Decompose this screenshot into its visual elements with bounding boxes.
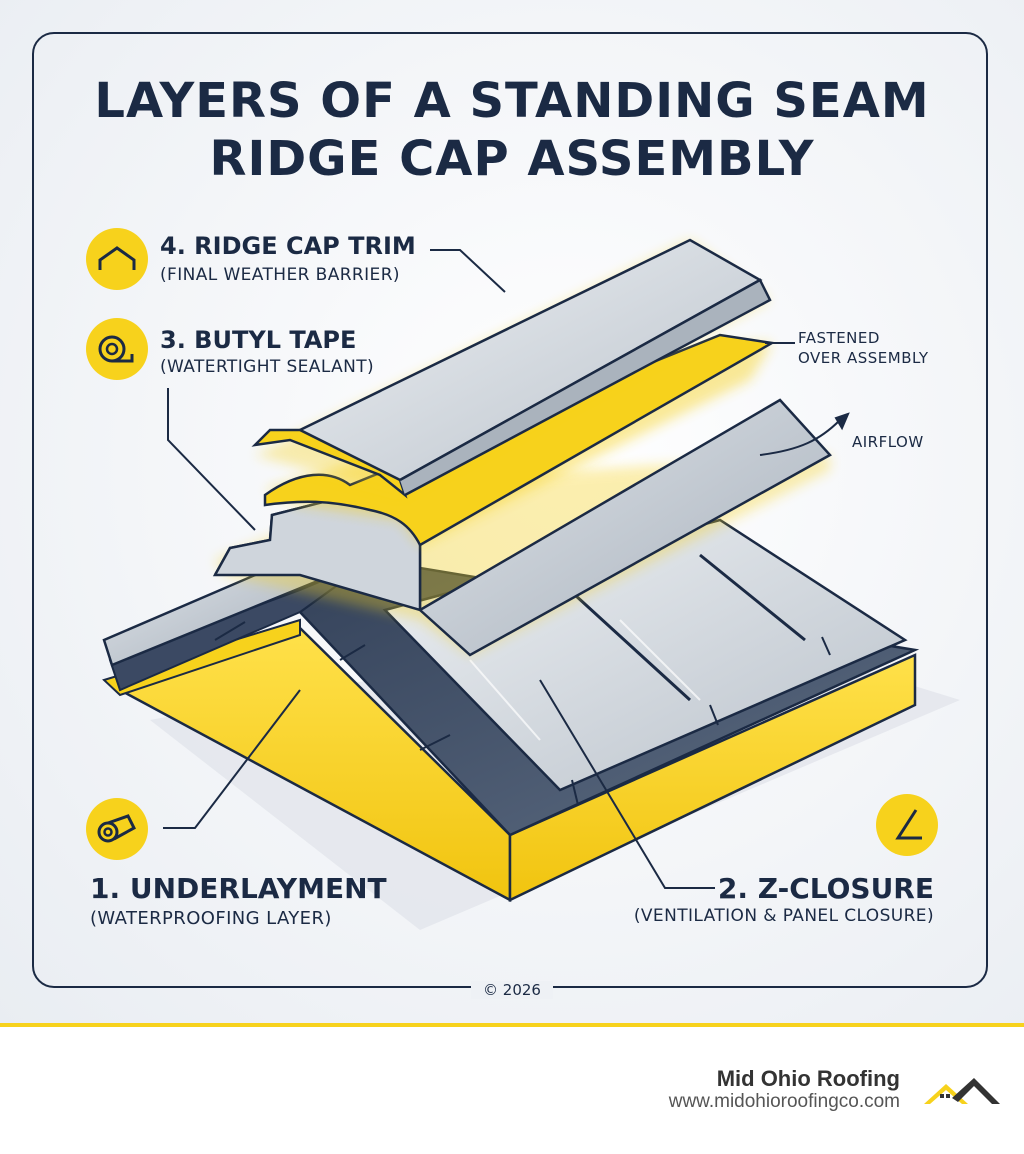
ridge-cap-trim-part: [251, 238, 772, 499]
copyright-text: © 2026: [471, 981, 553, 999]
roof-deck-right-fascia: [508, 653, 917, 902]
title-line-1: LAYERS OF A STANDING SEAM: [94, 73, 930, 129]
airflow-arrows: [214, 412, 850, 806]
airflow-callout: AIRFLOW: [852, 433, 924, 451]
footer: [0, 1027, 1024, 1154]
layer-2-note: (VENTILATION & PANEL CLOSURE): [633, 906, 934, 926]
z-closure-icon: [876, 794, 938, 856]
standing-seam-2: [699, 553, 806, 642]
footer-divider: [0, 1023, 1024, 1027]
standing-seam-1: [573, 593, 692, 702]
layer-4-name: 4. RIDGE CAP TRIM: [160, 232, 416, 260]
layer-4-note: (FINAL WEATHER BARRIER): [160, 265, 400, 285]
underlayment-roll-icon: [86, 798, 148, 860]
ridge-cap-icon: [86, 228, 148, 290]
layer-3-note: (WATERTIGHT SEALANT): [160, 357, 375, 377]
layer-3-name: 3. BUTYL TAPE: [160, 326, 357, 354]
ridge-cap-assembly-illustration: [102, 238, 960, 930]
tape-roll-icon: [86, 318, 148, 380]
fastened-callout-line-2: OVER ASSEMBLY: [798, 349, 929, 367]
house-roof-logo-icon: [924, 1078, 1000, 1104]
layer-2-name: 2. Z-CLOSURE: [717, 872, 934, 905]
copyright-row: © 2026: [0, 980, 1024, 999]
layer-1-name: 1. UNDERLAYMENT: [90, 872, 387, 905]
leader-lines: [163, 249, 795, 889]
fastened-callout-line-1: FASTENED: [798, 329, 880, 347]
title-line-2: RIDGE CAP ASSEMBLY: [209, 131, 815, 187]
fastened-callout: FASTENED OVER ASSEMBLY: [798, 328, 929, 368]
page-title: LAYERS OF A STANDING SEAM RIDGE CAP ASSE…: [0, 72, 1024, 188]
brand-url[interactable]: www.midohioroofingco.com: [668, 1091, 900, 1112]
brand-name: Mid Ohio Roofing: [716, 1066, 900, 1091]
layer-1-note: (WATERPROOFING LAYER): [90, 908, 332, 929]
